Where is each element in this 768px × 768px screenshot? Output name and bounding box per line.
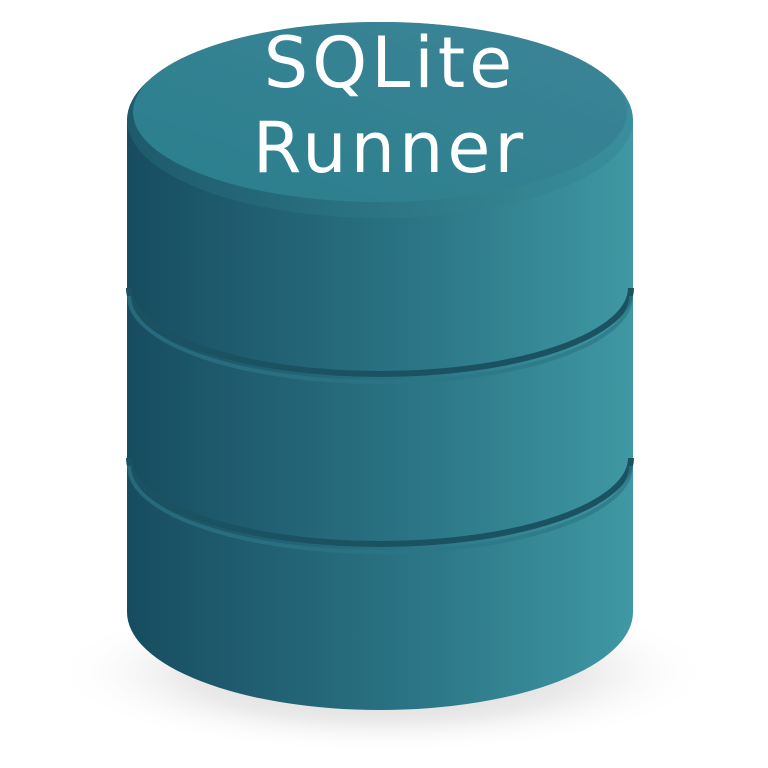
logo-title-line-1: SQLite <box>263 22 517 104</box>
logo-title-line-2: Runner <box>252 107 528 189</box>
cylinder-body <box>127 118 633 710</box>
cylinder-top-face <box>133 22 627 202</box>
cylinder-groove-upper <box>126 287 634 377</box>
cylinder-groove-upper-highlight <box>127 295 633 384</box>
cylinder-groove-lower <box>126 457 634 547</box>
cylinder-groove-lower-highlight <box>127 465 633 554</box>
